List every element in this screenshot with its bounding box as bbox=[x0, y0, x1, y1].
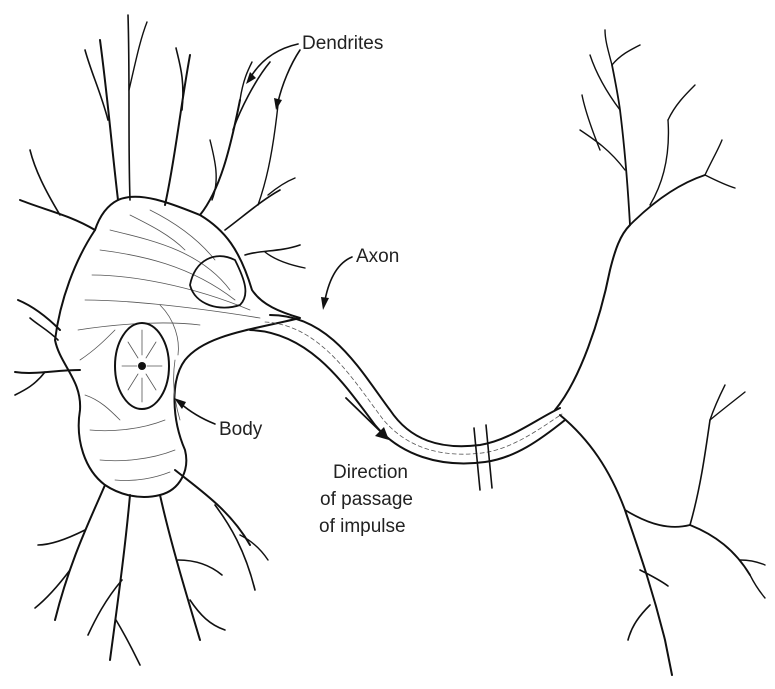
dendrite-branches bbox=[15, 15, 305, 665]
label-dendrites: Dendrites bbox=[302, 33, 383, 54]
label-direction-line-1: Direction bbox=[333, 462, 408, 483]
axon-terminals bbox=[555, 30, 765, 675]
nucleus bbox=[115, 323, 169, 409]
label-direction-line-2: of passage bbox=[320, 489, 413, 510]
label-pointers bbox=[174, 44, 389, 440]
label-direction-line-3: of impulse bbox=[319, 516, 406, 537]
cell-body bbox=[55, 197, 300, 497]
label-body: Body bbox=[219, 419, 263, 440]
label-axon: Axon bbox=[356, 246, 399, 267]
